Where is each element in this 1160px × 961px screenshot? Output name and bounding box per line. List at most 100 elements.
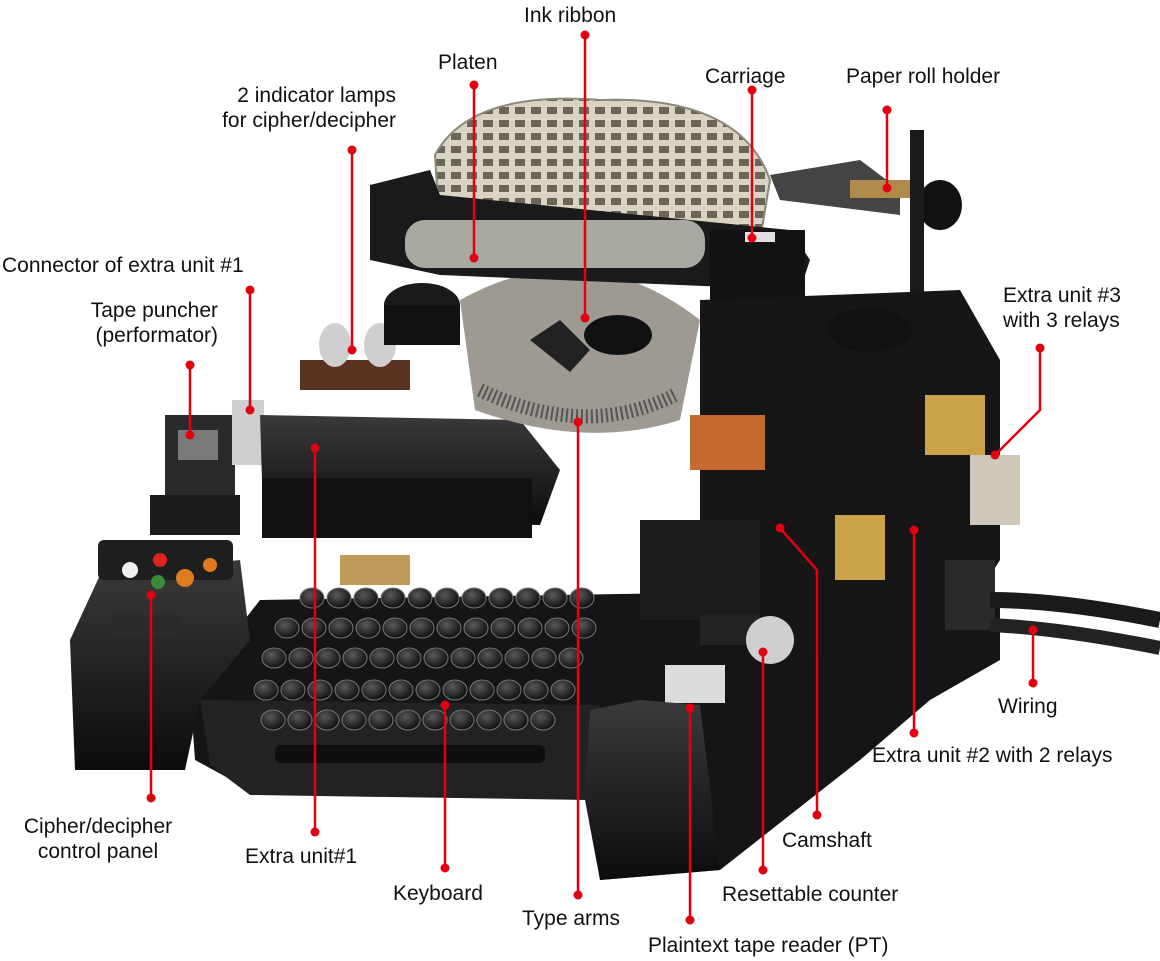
leader-dot-type-arms-end (573, 417, 583, 427)
label-extra-unit-3: Extra unit #3 with 3 relays (1003, 284, 1121, 332)
key-cap (531, 647, 557, 669)
key-cap (558, 647, 584, 669)
key-cap (388, 679, 414, 701)
leader-dot-type-arms-start (573, 890, 583, 900)
key-cap (314, 709, 340, 731)
key-cap (382, 617, 408, 639)
leader-dot-ink-ribbon-start (580, 30, 590, 40)
leader-dot-paper-roll-holder-start (882, 105, 892, 115)
leader-dot-platen-start (469, 80, 479, 90)
key-cap (328, 617, 354, 639)
leader-dot-extra-unit-1-start (310, 827, 320, 837)
leader-line-extra-unit-3 (994, 348, 1042, 456)
leader-dot-extra-unit-2-end (909, 525, 919, 535)
key-cap (544, 617, 570, 639)
ribbon-spool-left (384, 283, 460, 345)
label-carriage: Carriage (705, 65, 786, 88)
label-wiring: Wiring (998, 695, 1058, 718)
extra-unit-1-housing (260, 415, 560, 585)
leader-dot-wiring-start (1028, 678, 1038, 688)
key-cap (288, 647, 314, 669)
key-cap (341, 709, 367, 731)
leader-dot-resettable-counter-start (758, 865, 768, 875)
key-cap (515, 587, 541, 609)
leader-dot-tape-puncher-start (185, 360, 195, 370)
label-resettable-counter: Resettable counter (722, 883, 899, 906)
leader-dot-indicator-lamps-start (347, 145, 357, 155)
key-cap (361, 679, 387, 701)
leader-dot-control-panel-start (146, 793, 156, 803)
key-cap (477, 647, 503, 669)
key-cap (380, 587, 406, 609)
key-cap (463, 617, 489, 639)
label-keyboard: Keyboard (393, 882, 483, 905)
key-cap (280, 679, 306, 701)
leader-dot-extra-unit-1-end (310, 443, 320, 453)
key-cap (368, 709, 394, 731)
control-panel-housing (70, 540, 250, 770)
key-cap (504, 647, 530, 669)
leader-dot-carriage-start (747, 85, 757, 95)
key-cap (503, 709, 529, 731)
label-tape-puncher: Tape puncher (performator) (90, 299, 218, 347)
key-cap (571, 617, 597, 639)
key-cap (523, 679, 549, 701)
key-cap (423, 647, 449, 669)
label-control-panel: Cipher/decipher control panel (23, 815, 173, 863)
key-cap (569, 587, 595, 609)
key-cap (415, 679, 441, 701)
key-cap (342, 647, 368, 669)
key-cap (260, 709, 286, 731)
right-mechanism (584, 290, 1020, 660)
leader-dot-connector-extra-unit-1-start (245, 285, 255, 295)
leader-dot-tape-puncher-end (185, 430, 195, 440)
leader-dot-connector-extra-unit-1-end (245, 405, 255, 415)
leader-dot-ink-ribbon-end (580, 313, 590, 323)
leader-dot-carriage-end (747, 233, 757, 243)
type-basket (460, 269, 700, 433)
key-cap (353, 587, 379, 609)
key-cap (261, 647, 287, 669)
label-paper-roll-holder: Paper roll holder (846, 65, 1001, 88)
label-platen: Platen (438, 51, 498, 74)
label-plaintext-tape-reader: Plaintext tape reader (PT) (648, 934, 889, 957)
key-cap (253, 679, 279, 701)
key-cap (530, 709, 556, 731)
key-cap (476, 709, 502, 731)
paper-roll-holder (770, 130, 962, 330)
tape-puncher-unit (150, 400, 264, 535)
key-cap (434, 587, 460, 609)
leader-dot-control-panel-end (146, 590, 156, 600)
leader-dot-extra-unit-3-start (1035, 343, 1045, 353)
key-cap (299, 587, 325, 609)
key-cap (274, 617, 300, 639)
leader-dot-plaintext-tape-reader-start (685, 915, 695, 925)
label-type-arms: Type arms (522, 907, 621, 930)
key-cap (550, 679, 576, 701)
key-cap (450, 647, 476, 669)
key-cap (326, 587, 352, 609)
leader-dot-platen-end (469, 253, 479, 263)
key-cap (315, 647, 341, 669)
leader-dot-wiring-end (1028, 625, 1038, 635)
label-indicator-lamps: 2 indicator lamps for cipher/decipher (222, 84, 396, 132)
leader-lines (146, 30, 1045, 925)
space-bar (275, 745, 545, 763)
leader-dot-plaintext-tape-reader-end (685, 703, 695, 713)
key-cap (409, 617, 435, 639)
key-cap (461, 587, 487, 609)
leader-dot-camshaft-end (775, 523, 785, 533)
key-cap (369, 647, 395, 669)
leader-dot-resettable-counter-end (758, 647, 768, 657)
keyboard-keys (253, 587, 597, 763)
label-extra-unit-2: Extra unit #2 with 2 relays (872, 744, 1113, 767)
leader-dot-extra-unit-3-end (990, 450, 1000, 460)
label-ink-ribbon: Ink ribbon (524, 4, 617, 27)
key-cap (422, 709, 448, 731)
counter-reader-unit (585, 520, 794, 880)
label-extra-unit-1: Extra unit#1 (245, 845, 358, 868)
key-cap (307, 679, 333, 701)
key-cap (407, 587, 433, 609)
key-cap (490, 617, 516, 639)
